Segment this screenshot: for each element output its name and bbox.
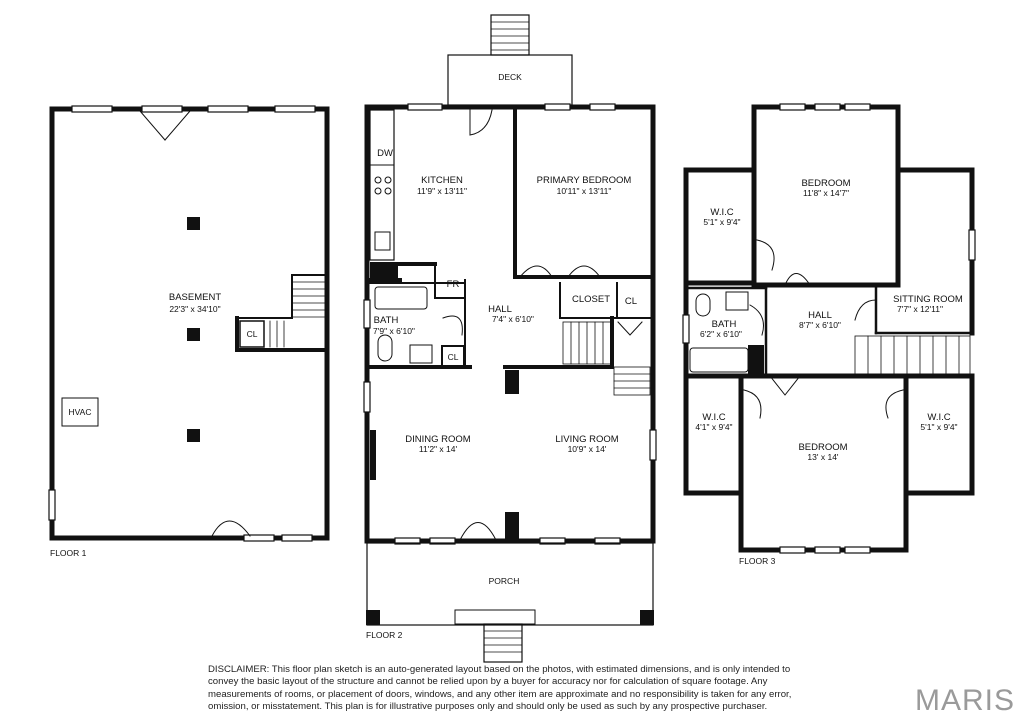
- wic-right-name: W.I.C: [927, 412, 950, 423]
- basement-outline: [49, 106, 330, 541]
- hall-f3-dim: 8'7" x 6'10": [799, 320, 841, 330]
- deck-label: DECK: [498, 72, 522, 82]
- primary-bedroom-dim: 10'11" x 13'11": [557, 186, 612, 196]
- wic-left-dim: 4'1" x 9'4": [695, 422, 732, 432]
- dishwasher-label: DW: [377, 148, 393, 159]
- maris-logo: MARIS: [914, 684, 1015, 717]
- dining-room-dim: 11'2" x 14': [419, 444, 458, 454]
- floor-1-plan: [48, 105, 330, 542]
- disclaimer-text: DISCLAIMER: This floor plan sketch is an…: [208, 664, 792, 713]
- bath-closet-label: CL: [448, 352, 459, 362]
- floor-2-title: FLOOR 2: [366, 630, 403, 640]
- floor-2-plan: [363, 14, 657, 663]
- wic-top-dim: 5'1" x 9'4": [703, 217, 740, 227]
- bedroom-bottom-dim: 13' x 14': [807, 452, 839, 462]
- dining-room-name: DINING ROOM: [405, 434, 471, 445]
- sitting-room-name: SITTING ROOM: [893, 294, 963, 305]
- hvac-label: HVAC: [69, 407, 92, 417]
- basement-dim: 22'3" x 34'10": [169, 304, 220, 314]
- bath-f2-dim: 7'9" x 6'10": [373, 326, 415, 336]
- hall-f2-name: HALL: [488, 304, 512, 315]
- primary-bedroom-name: PRIMARY BEDROOM: [537, 175, 632, 186]
- floor-3-plan: [682, 103, 976, 554]
- bath-f2-name: BATH: [374, 315, 399, 326]
- wic-left-name: W.I.C: [702, 412, 725, 423]
- bedroom-bottom-name: BEDROOM: [798, 442, 847, 453]
- sitting-room-dim: 7'7" x 12'11": [897, 304, 943, 314]
- kitchen-dim: 11'9" x 13'11": [417, 186, 467, 196]
- hvac-unit: [61, 397, 99, 427]
- living-room-dim: 10'9" x 14': [568, 444, 607, 454]
- porch-outline: [366, 542, 654, 626]
- bath-f3-dim: 6'2" x 6'10": [700, 329, 742, 339]
- fridge-label: FR: [447, 279, 460, 290]
- bedroom-top-name: BEDROOM: [801, 178, 850, 189]
- bedroom-top-dim: 11'8" x 14'7": [803, 188, 849, 198]
- floor-3-title: FLOOR 3: [739, 556, 776, 566]
- bath-f3-name: BATH: [712, 319, 737, 330]
- kitchen-name: KITCHEN: [421, 175, 463, 186]
- basement-name: BASEMENT: [169, 292, 221, 303]
- hall-f2-dim: 7'4" x 6'10": [492, 314, 534, 324]
- porch-label: PORCH: [489, 576, 520, 586]
- closet-label: CLOSET: [572, 294, 610, 305]
- floor-1-title: FLOOR 1: [50, 548, 87, 558]
- wic-right-dim: 5'1" x 9'4": [920, 422, 957, 432]
- wic-top-name: W.I.C: [710, 207, 733, 218]
- hall-f3-name: HALL: [808, 310, 832, 321]
- living-room-name: LIVING ROOM: [555, 434, 618, 445]
- basement-closet-label: CL: [247, 329, 258, 339]
- closet-right-label: CL: [625, 296, 637, 307]
